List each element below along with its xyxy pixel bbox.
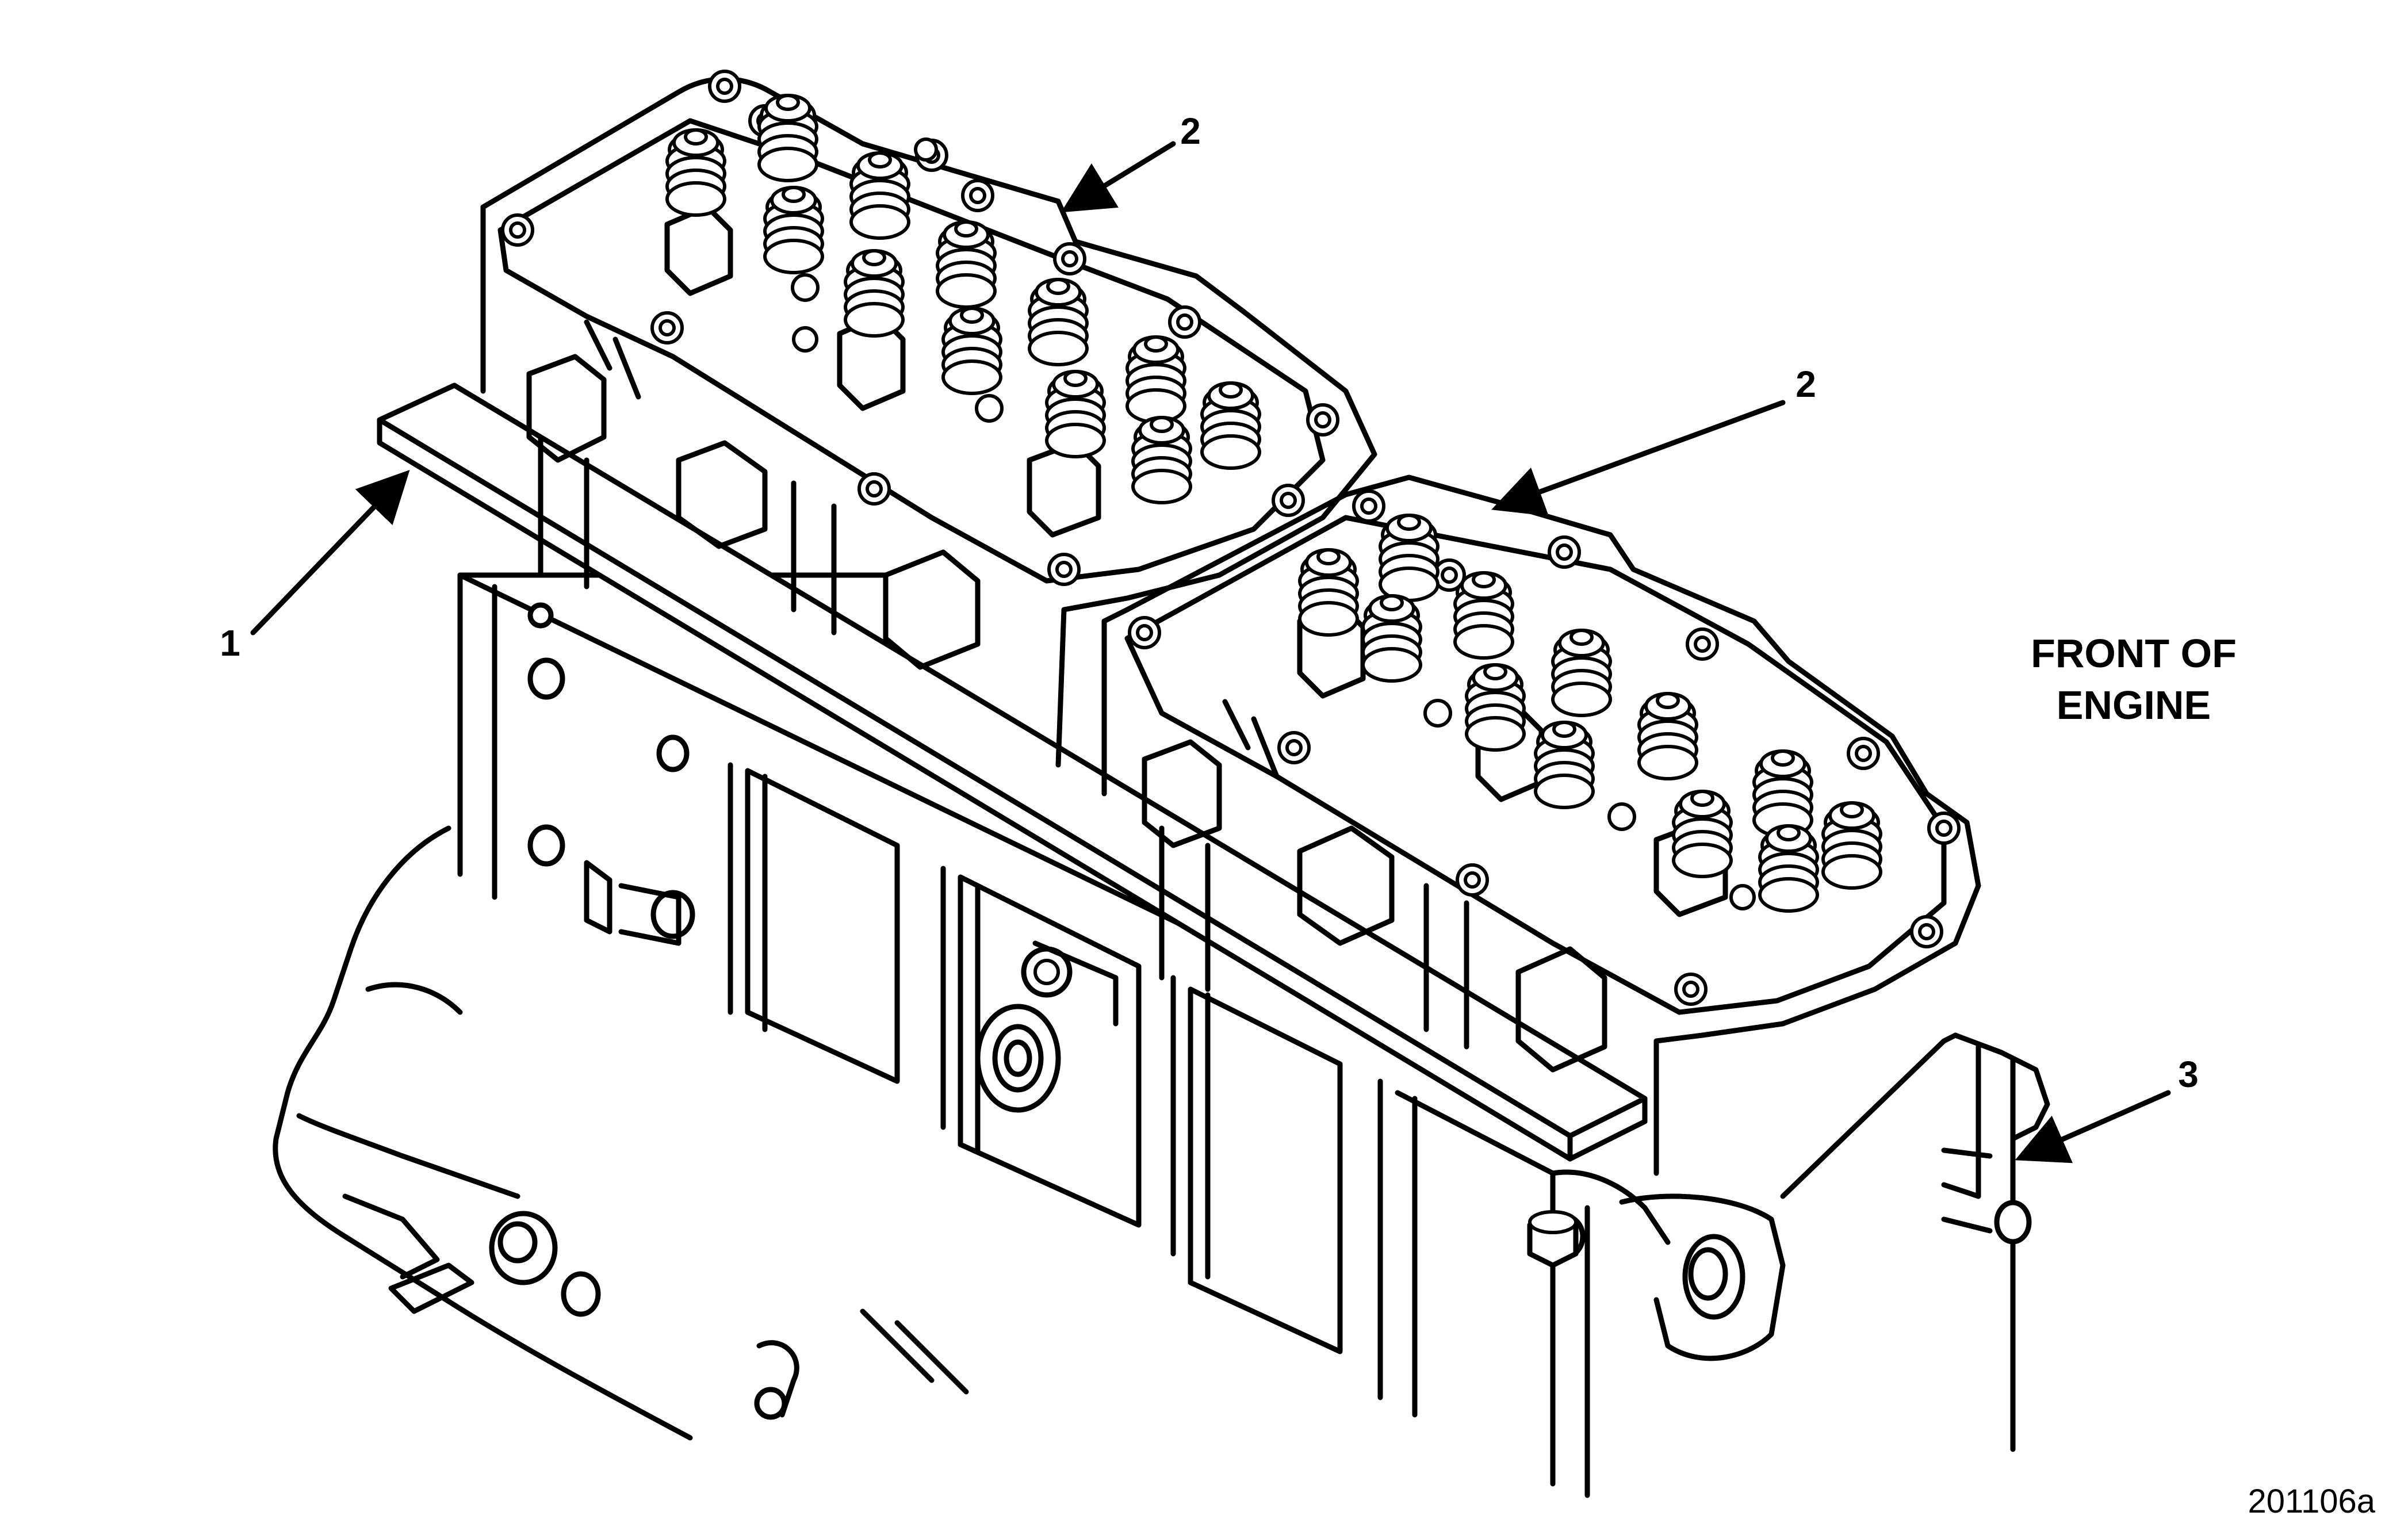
leader-1 [250,470,410,636]
callout-labels: 1 2 2 3 [220,110,2199,1095]
front-label-line1: FRONT OF [2031,631,2237,676]
callout-leaders [250,141,2171,1163]
leader-2a [1061,141,1176,213]
leader-3 [2015,1090,2171,1163]
callout-2-upper: 2 [1180,110,1201,152]
callout-2-lower: 2 [1796,363,1816,405]
callout-1: 1 [220,622,240,664]
callout-3: 3 [2178,1054,2199,1095]
straightedge-tool [377,382,1648,1162]
cylinder-head-front [1101,474,1981,1176]
leader-2b [1491,400,1786,516]
figure-id: 201106a [2248,1483,2376,1520]
front-label-line2: ENGINE [2057,683,2211,728]
cylinder-head-rear [480,71,1377,768]
front-of-engine-label: FRONT OF ENGINE [2031,631,2237,728]
block-bolt [1527,1210,1579,1268]
